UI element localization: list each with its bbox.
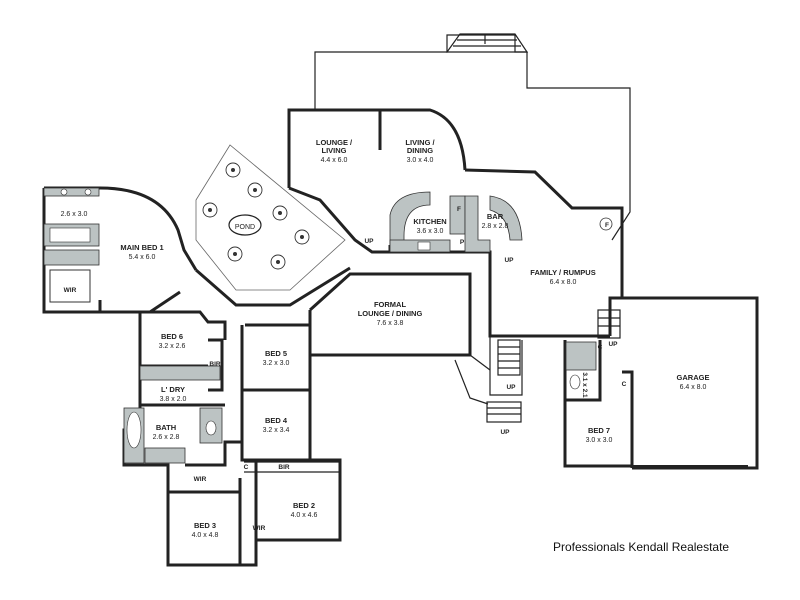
label-pond: POND — [235, 224, 255, 231]
room-label-bed6: BED 6 — [161, 332, 183, 341]
room-label-bed2: BED 2 — [293, 501, 315, 510]
room-formal: FORMAL LOUNGE / DINING 7.6 x 3.8 — [358, 300, 423, 327]
room-size-ensuite: 2.6 x 3.0 — [61, 211, 88, 218]
stair-top — [445, 33, 529, 53]
tag-bir-bed6: BIR — [209, 361, 221, 368]
room-label-main-bed: MAIN BED 1 — [120, 243, 163, 252]
tag-up-4: UP — [500, 429, 510, 436]
room-bed6: BED 6 3.2 x 2.6 — [159, 332, 186, 350]
room-garage: GARAGE 6.4 x 8.0 — [677, 373, 710, 391]
agency-credit: Professionals Kendall Realestate — [553, 540, 730, 554]
tag-wir-main: WIR — [64, 287, 77, 294]
room-size-bed2: 4.0 x 4.6 — [291, 512, 318, 519]
interior-lines — [244, 336, 523, 540]
room-bed2: BED 2 4.0 x 4.6 — [291, 501, 318, 519]
room-label-bath: BATH — [156, 423, 176, 432]
room-label-bed3: BED 3 — [194, 521, 216, 530]
room-size-bed3: 4.0 x 4.8 — [192, 532, 219, 539]
room-label-family-rumpus: FAMILY / RUMPUS — [530, 268, 595, 277]
tag-up-5: UP — [608, 341, 618, 348]
room-size-formal: 7.6 x 3.8 — [377, 320, 404, 327]
room-size-bed6: 3.2 x 2.6 — [159, 343, 186, 350]
room-size-bed4: 3.2 x 3.4 — [263, 427, 290, 434]
room-label-kitchen: KITCHEN — [413, 217, 446, 226]
tag-f-kitchen: F — [457, 206, 461, 213]
tag-up-1: UP — [364, 238, 374, 245]
room-label-living-dining-2: DINING — [407, 146, 433, 155]
room-bed3: BED 3 4.0 x 4.8 — [192, 521, 219, 539]
ensuite-fixtures — [43, 187, 100, 303]
room-main-bed: MAIN BED 1 5.4 x 6.0 — [120, 243, 163, 261]
room-size-living-dining: 3.0 x 4.0 — [407, 157, 434, 164]
room-size-family-rumpus: 6.4 x 8.0 — [550, 279, 577, 286]
room-size-laundry: 3.8 x 2.0 — [160, 396, 187, 403]
room-bar: BAR 2.8 x 2.8 — [482, 212, 509, 230]
wet-fixtures — [123, 341, 597, 464]
room-size-main-bed: 5.4 x 6.0 — [129, 254, 156, 261]
room-bed5: BED 5 3.2 x 3.0 — [263, 349, 290, 367]
room-label-bed5: BED 5 — [265, 349, 287, 358]
room-size-bath: 2.6 x 2.8 — [153, 434, 180, 441]
room-label-bed4: BED 4 — [265, 416, 288, 425]
tag-f-family: F — [605, 222, 609, 229]
room-label-formal-1: FORMAL — [374, 300, 406, 309]
room-size-lounge-living: 4.4 x 6.0 — [321, 157, 348, 164]
room-size-kitchen: 3.6 x 3.0 — [417, 228, 444, 235]
wc-size: 3.1 x 2.1 — [581, 372, 588, 398]
pond-courtyard — [195, 144, 346, 291]
room-kitchen: KITCHEN 3.6 x 3.0 — [413, 217, 446, 235]
room-bath: BATH 2.6 x 2.8 — [153, 423, 180, 441]
room-label-living-dining-1: LIVING / — [405, 138, 435, 147]
room-label-lounge-living-1: LOUNGE / — [316, 138, 353, 147]
tag-c-garage-2: C — [622, 381, 627, 388]
room-label-bed7: BED 7 — [588, 426, 610, 435]
room-lounge-living: LOUNGE / LIVING 4.4 x 6.0 — [316, 138, 353, 164]
tag-p-kitchen: P — [460, 239, 465, 246]
room-label-formal-2: LOUNGE / DINING — [358, 309, 423, 318]
kitchen-fixtures — [389, 191, 523, 253]
room-label-bar: BAR — [487, 212, 504, 221]
room-size-bar: 2.8 x 2.8 — [482, 223, 509, 230]
tag-wir-bed3: WIR — [194, 476, 207, 483]
tag-up-3: UP — [506, 384, 516, 391]
tag-c-garage-1: C — [598, 344, 603, 351]
room-bed7: BED 7 3.0 x 3.0 — [586, 426, 613, 444]
room-size-garage: 6.4 x 8.0 — [680, 384, 707, 391]
room-label-lounge-living-2: LIVING — [321, 146, 346, 155]
room-label-garage: GARAGE — [677, 373, 710, 382]
room-label-laundry: L' DRY — [161, 385, 185, 394]
walls — [42, 108, 759, 567]
yard-boundary — [289, 34, 631, 241]
room-size-bed7: 3.0 x 3.0 — [586, 437, 613, 444]
tag-c-bed4: C — [244, 464, 249, 471]
room-family-rumpus: FAMILY / RUMPUS 6.4 x 8.0 — [530, 268, 595, 286]
room-living-dining: LIVING / DINING 3.0 x 4.0 — [405, 138, 435, 164]
tag-bir-bed4: BIR — [278, 464, 290, 471]
room-bed4: BED 4 3.2 x 3.4 — [263, 416, 290, 434]
tag-up-2: UP — [504, 257, 514, 264]
stairs-family — [486, 217, 621, 423]
room-size-bed5: 3.2 x 3.0 — [263, 360, 290, 367]
tag-wir-bed2: WIR — [253, 525, 266, 532]
room-laundry: L' DRY 3.8 x 2.0 — [160, 385, 187, 403]
